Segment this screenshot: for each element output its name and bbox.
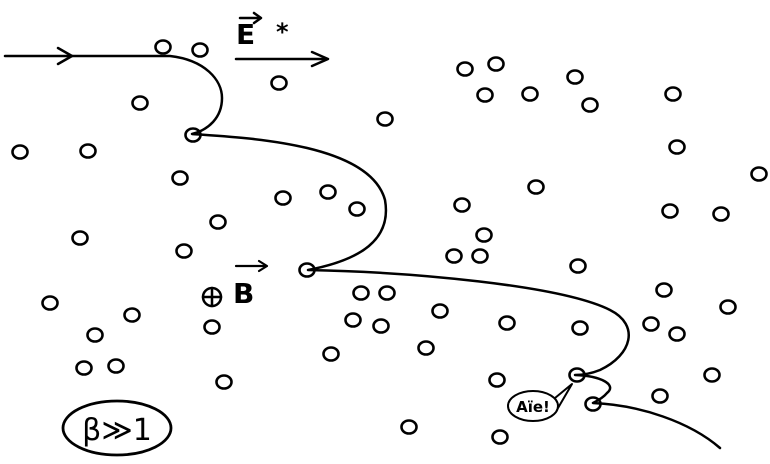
particle xyxy=(477,229,492,242)
particle xyxy=(402,421,417,434)
particle xyxy=(670,141,685,154)
magnetic-field-label: B xyxy=(203,261,267,310)
particle xyxy=(276,192,291,205)
particle xyxy=(272,77,287,90)
particle xyxy=(193,44,208,57)
particle xyxy=(217,376,232,389)
particle xyxy=(705,369,720,382)
right-arrow-icon xyxy=(236,261,267,271)
particle xyxy=(13,146,28,159)
particle xyxy=(374,320,389,333)
particle xyxy=(657,284,672,297)
b-field-letter: B xyxy=(233,277,254,310)
particle xyxy=(666,88,681,101)
particle xyxy=(663,205,678,218)
particle xyxy=(714,208,729,221)
particle-trajectory xyxy=(5,56,720,448)
particle xyxy=(433,305,448,318)
particle xyxy=(378,113,393,126)
particle xyxy=(211,216,226,229)
particle xyxy=(653,390,668,403)
particle xyxy=(752,168,767,181)
particle xyxy=(346,314,361,327)
particle xyxy=(523,88,538,101)
particle xyxy=(43,297,58,310)
particle xyxy=(77,362,92,375)
e-field-letter: E xyxy=(236,18,255,51)
e-field-star: * xyxy=(276,18,289,46)
particle xyxy=(447,250,462,263)
particle xyxy=(493,431,508,444)
particle xyxy=(125,309,140,322)
particle xyxy=(573,322,588,335)
particle xyxy=(583,99,598,112)
particle xyxy=(354,287,369,300)
particle xyxy=(380,287,395,300)
particle xyxy=(419,342,434,355)
particle xyxy=(73,232,88,245)
particle xyxy=(721,301,736,314)
particle xyxy=(324,348,339,361)
particle xyxy=(321,186,336,199)
particle xyxy=(88,329,103,342)
circle-plus-icon xyxy=(203,288,221,306)
particle xyxy=(350,203,365,216)
particle xyxy=(455,199,470,212)
particle xyxy=(489,58,504,71)
particle xyxy=(109,360,124,373)
particle xyxy=(177,245,192,258)
particle-field xyxy=(13,41,767,444)
beta-note: β≫1 xyxy=(63,401,171,455)
particle xyxy=(644,318,659,331)
electric-field-label: E * xyxy=(236,13,289,51)
particle xyxy=(670,328,685,341)
particle xyxy=(490,374,505,387)
exclamation-text: Aïe! xyxy=(516,398,550,416)
particle xyxy=(529,181,544,194)
particle xyxy=(458,63,473,76)
particle xyxy=(205,321,220,334)
electric-field-direction-arrow xyxy=(236,52,328,66)
particle xyxy=(568,71,583,84)
particle xyxy=(156,41,171,54)
particle xyxy=(133,97,148,110)
beta-note-text: β≫1 xyxy=(82,413,152,448)
exclamation-bubble: Aïe! xyxy=(508,384,572,421)
particle xyxy=(81,145,96,158)
particle xyxy=(173,172,188,185)
particle xyxy=(478,89,493,102)
particle xyxy=(473,250,488,263)
particle xyxy=(571,260,586,273)
particle xyxy=(500,317,515,330)
